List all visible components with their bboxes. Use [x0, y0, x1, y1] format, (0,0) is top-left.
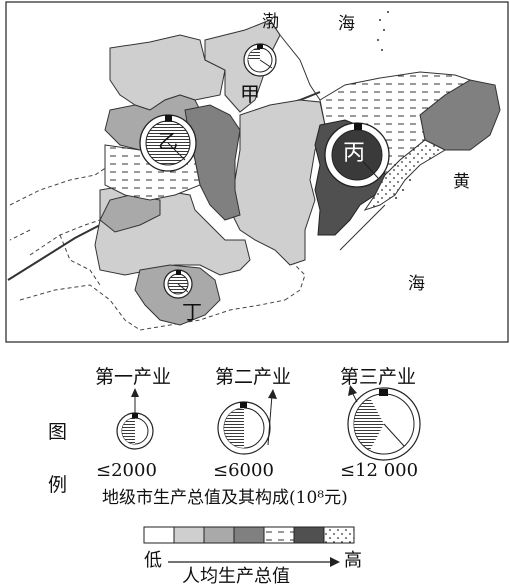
- sea-label-huang-1: 黄: [453, 172, 470, 192]
- city-label-jia: 甲: [240, 82, 260, 106]
- city-circle-yi: [139, 114, 197, 172]
- region-jia: [204, 19, 281, 113]
- legend-circle-large: [347, 385, 421, 461]
- legend-class-bar: [143, 526, 355, 544]
- legend-title-1: 图: [48, 421, 68, 443]
- legend-arrow-head: [330, 557, 340, 567]
- city-circle-jia: [243, 43, 277, 77]
- city-label-yi: 乙: [158, 129, 178, 153]
- legend-size-medium: ≤6000: [213, 460, 274, 481]
- city-circle-ding: [163, 269, 193, 299]
- sea-label-bohai-2: 海: [338, 14, 355, 34]
- legend-industry-primary: 第一产业: [95, 366, 172, 388]
- legend-circle-caption: 地级市生产总值及其构成(10⁸元): [102, 488, 348, 508]
- legend-axis-label: 人均生产总值: [182, 566, 290, 587]
- province-boundary: [9, 164, 286, 331]
- region-dotted-coast: [363, 139, 447, 211]
- city-label-ding: 丁: [182, 300, 202, 324]
- city-circle-bing: [324, 122, 390, 188]
- legend-low-label: 低: [144, 550, 162, 571]
- legend-size-large: ≤12 000: [340, 460, 419, 481]
- legend-high-label: 高: [344, 550, 362, 571]
- sea-label-bohai-1: 渤: [262, 12, 279, 32]
- legend-industry-secondary: 第二产业: [215, 366, 292, 388]
- legend-size-small: ≤2000: [96, 460, 157, 481]
- legend-title-2: 例: [48, 474, 68, 496]
- legend-circle-medium: [217, 389, 277, 455]
- legend-industry-tertiary: 第三产业: [340, 366, 417, 388]
- sea-label-huang-2: 海: [408, 274, 425, 294]
- city-label-bing: 丙: [343, 141, 366, 166]
- legend-circle-small: [116, 388, 154, 450]
